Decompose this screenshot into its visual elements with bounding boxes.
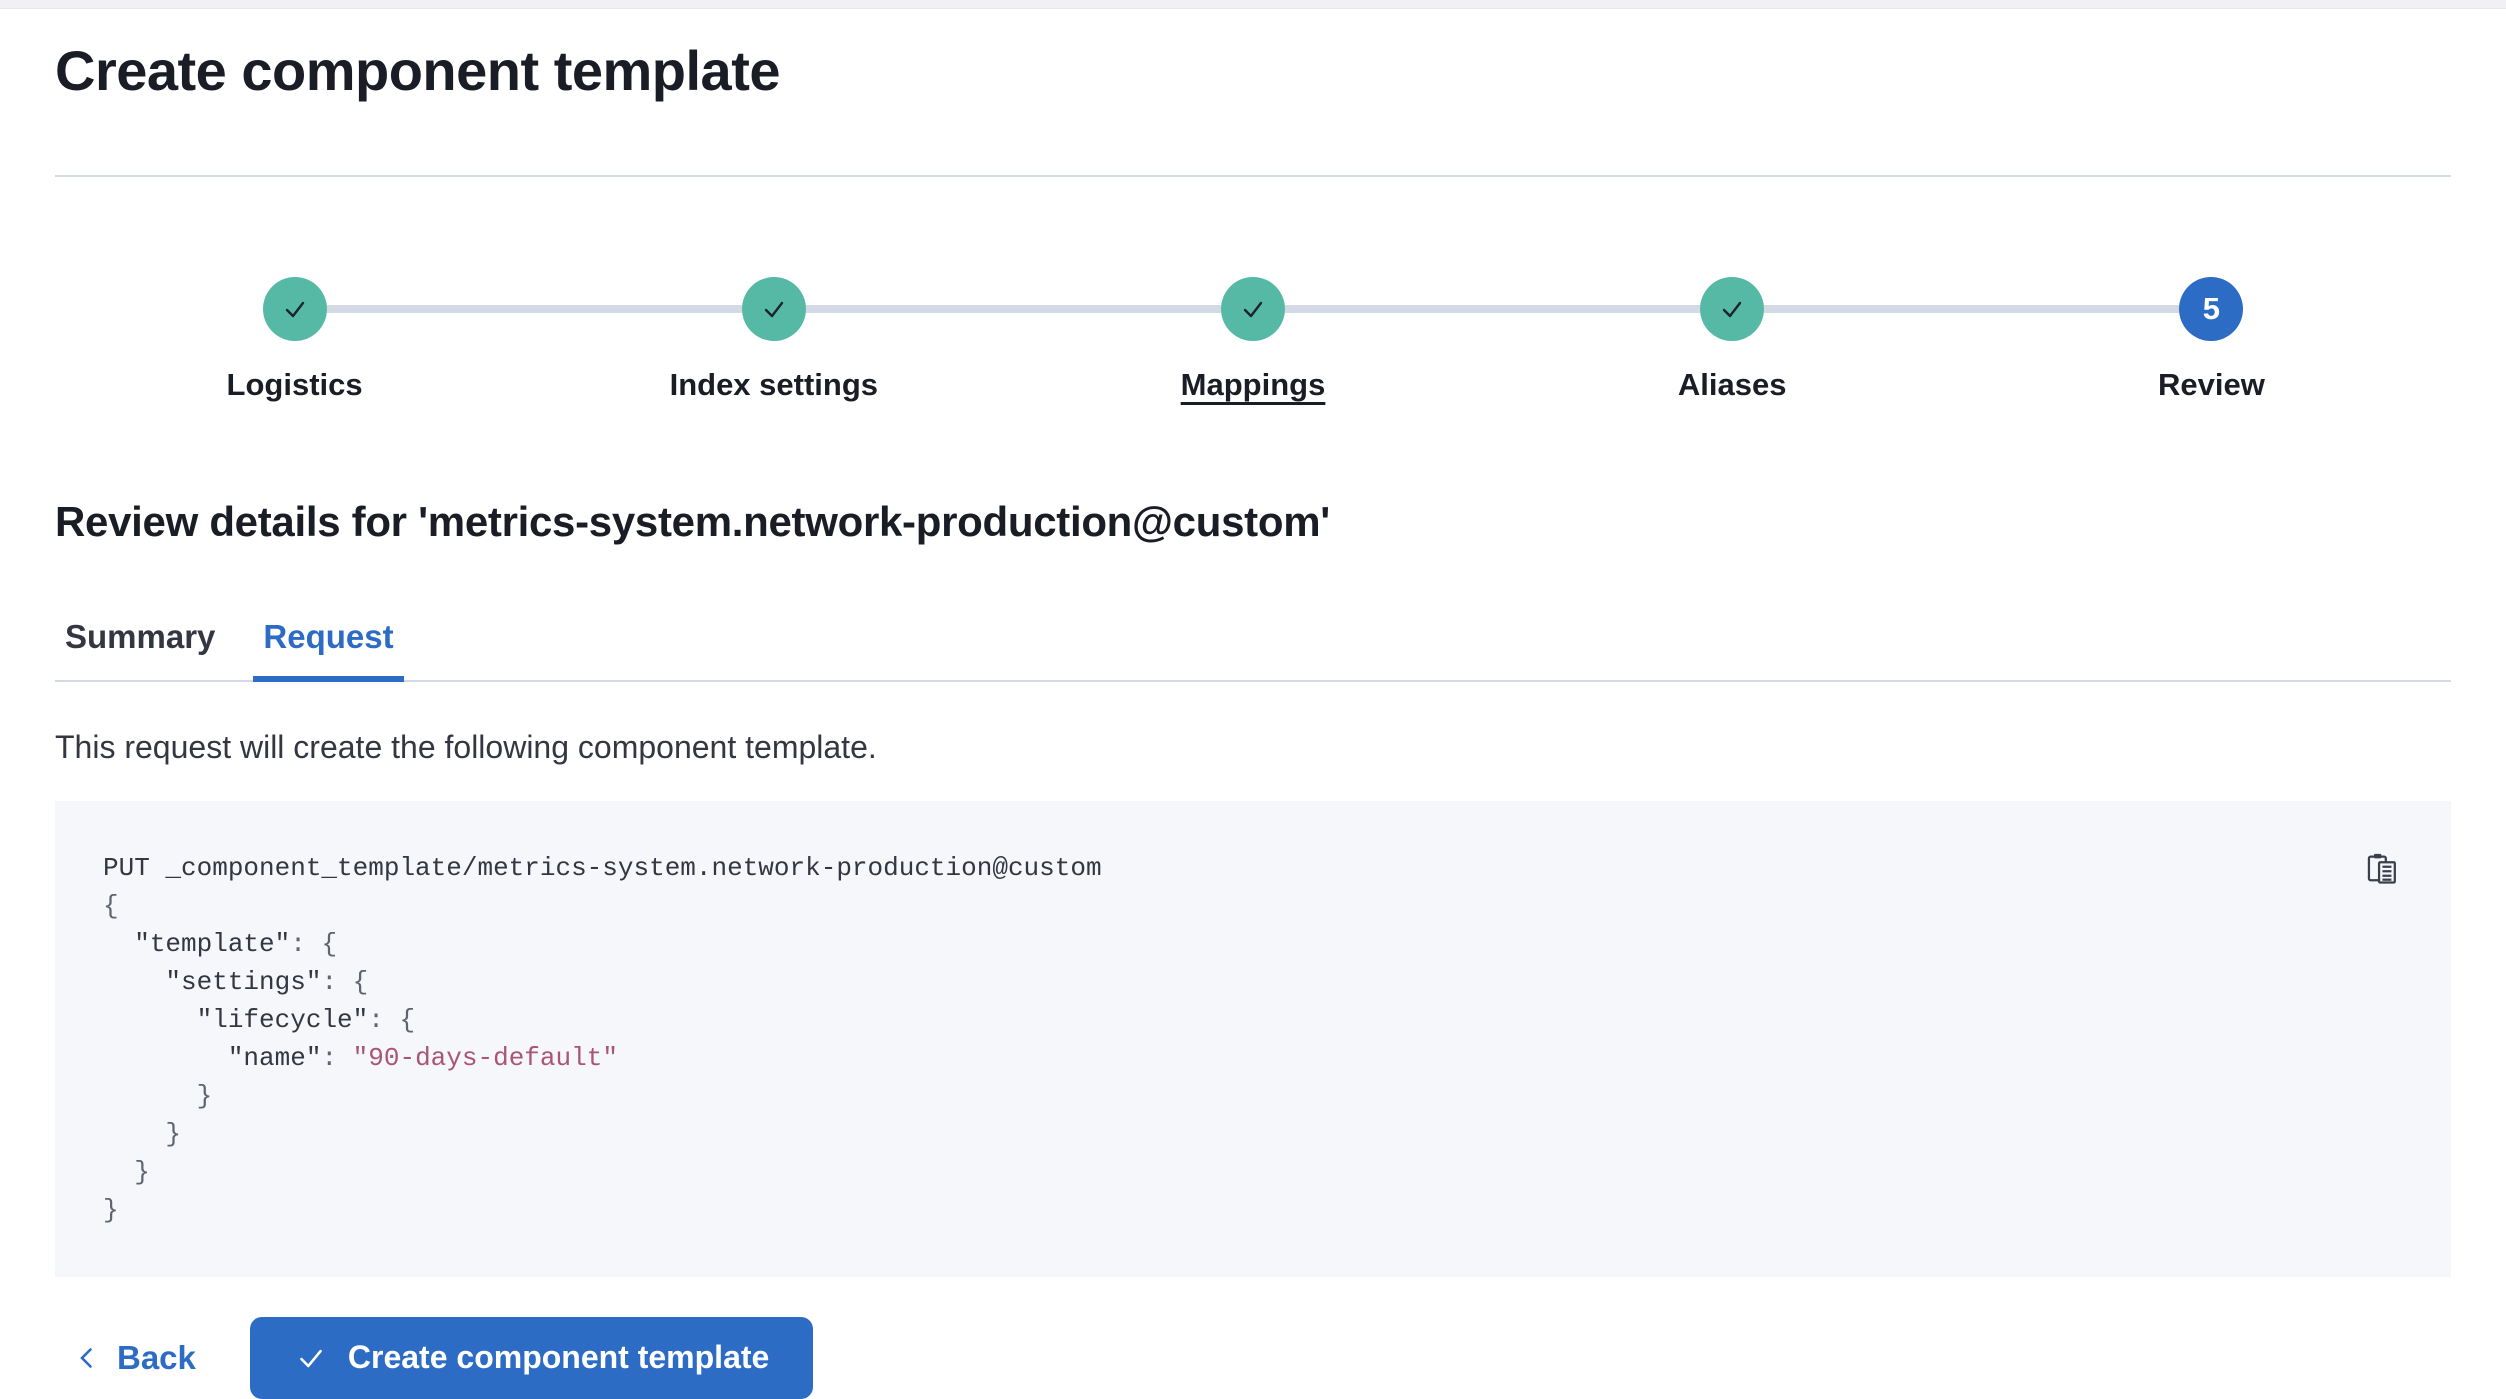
step-item-mappings: Mappings <box>1013 277 1493 403</box>
code-line: "name": "90-days-default" <box>227 1042 618 1073</box>
step-label[interactable]: Logistics <box>226 367 363 403</box>
create-button-label: Create component template <box>347 1339 770 1376</box>
step-circle[interactable] <box>741 277 806 342</box>
back-button[interactable]: Back <box>55 1317 214 1399</box>
code-line: PUT _component_template/metrics-system.n… <box>103 852 1102 883</box>
code-line: } <box>103 1156 150 1187</box>
step-check-icon <box>279 293 311 325</box>
step-item-review: 5 Review <box>1971 277 2451 403</box>
step-label[interactable]: Aliases <box>1677 367 1787 403</box>
code-lines: PUT _component_template/metrics-system.n… <box>103 849 2403 1229</box>
request-code-block: PUT _component_template/metrics-system.n… <box>55 800 2451 1277</box>
copy-to-clipboard-button[interactable] <box>2365 851 2401 887</box>
tab-request[interactable]: Request <box>253 618 404 682</box>
step-check-icon <box>1716 293 1748 325</box>
review-heading: Review details for 'metrics-system.netwo… <box>55 498 1330 546</box>
code-line: } <box>103 1080 213 1111</box>
window-top-edge <box>0 0 2506 9</box>
step-circle[interactable] <box>1700 277 1765 342</box>
title-divider <box>55 175 2451 178</box>
step-circle[interactable]: 5 <box>2179 277 2244 342</box>
request-description: This request will create the following c… <box>55 728 877 765</box>
code-line: "template": { <box>134 928 338 959</box>
chevron-left-icon <box>73 1344 101 1372</box>
footer-actions: Back Create component template <box>55 1316 2451 1399</box>
step-item-index-settings: Index settings <box>534 277 1014 403</box>
step-indicator: Logistics Index settings Mappings <box>55 277 2451 403</box>
step-check-icon <box>1237 293 1269 325</box>
step-circle[interactable] <box>1221 277 1285 342</box>
step-label[interactable]: Index settings <box>669 367 879 403</box>
code-line: { <box>103 890 119 921</box>
step-item-logistics: Logistics <box>55 277 535 403</box>
back-button-label: Back <box>117 1338 196 1376</box>
tab-summary[interactable]: Summary <box>65 617 216 655</box>
step-item-aliases: Aliases <box>1492 277 1973 403</box>
code-line: "lifecycle": { <box>196 1004 416 1035</box>
tab-bar: Summary Request <box>55 618 2451 682</box>
page-title: Create component template <box>55 39 781 102</box>
step-circle[interactable] <box>262 277 327 342</box>
create-component-template-button[interactable]: Create component template <box>249 1316 814 1399</box>
create-component-template-page: Create component template Logistics Inde… <box>0 39 2506 1399</box>
step-label[interactable]: Mappings <box>1180 367 1326 403</box>
code-line: } <box>103 1194 119 1225</box>
step-number: 5 <box>2202 291 2221 327</box>
step-label[interactable]: Review <box>2157 367 2265 403</box>
copy-clipboard-icon <box>2365 851 2401 887</box>
code-line: "settings": { <box>165 966 369 997</box>
code-line: } <box>103 1118 182 1149</box>
check-icon <box>294 1341 328 1375</box>
step-check-icon <box>758 293 790 325</box>
